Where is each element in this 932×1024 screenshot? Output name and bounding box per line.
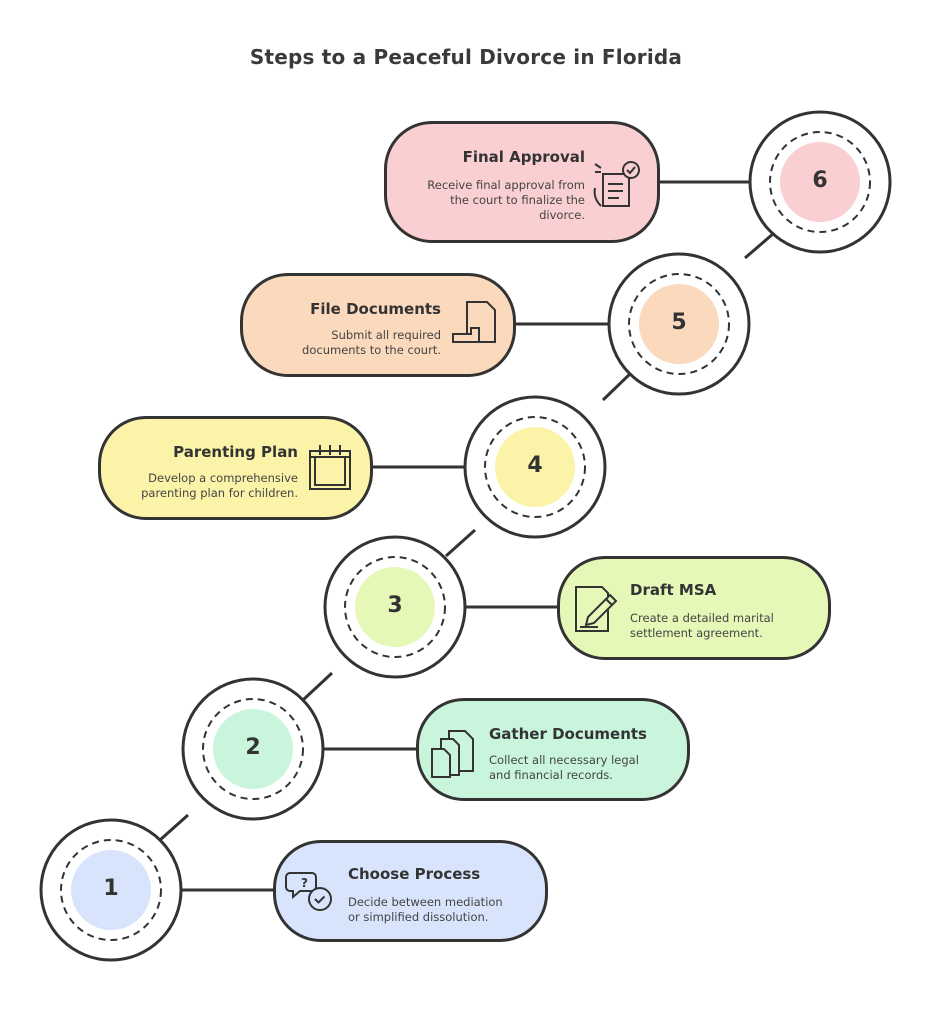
- step-title-1: Choose Process: [348, 865, 481, 883]
- step-title-6: Final Approval: [462, 148, 585, 166]
- file-submit-icon: [452, 301, 496, 343]
- step-number-1: 1: [103, 876, 119, 901]
- step-number-5: 5: [671, 310, 687, 335]
- step-circle-3: [323, 535, 467, 679]
- step-number-4: 4: [527, 453, 543, 478]
- step-description-4: Develop a comprehensive parenting plan f…: [141, 471, 298, 500]
- step-number-6: 6: [812, 168, 828, 193]
- step-circle-4: [463, 395, 607, 539]
- step-title-2: Gather Documents: [489, 725, 647, 743]
- step-card-1: ? Choose Process Decide between mediatio…: [273, 840, 548, 942]
- step-circle-1: [39, 818, 183, 962]
- step-description-3: Create a detailed marital settlement agr…: [630, 611, 774, 640]
- step-title-3: Draft MSA: [630, 581, 717, 599]
- page-title: Steps to a Peaceful Divorce in Florida: [249, 45, 683, 69]
- step-circle-5: [607, 252, 751, 396]
- calendar-icon: [309, 445, 351, 490]
- step-title-4: Parenting Plan: [173, 443, 298, 461]
- step-circle-2: [181, 677, 325, 821]
- step-card-6: Final Approval Receive final approval fr…: [384, 121, 660, 243]
- connector-5-6: [744, 231, 775, 260]
- step-description-2: Collect all necessary legal and financia…: [489, 753, 639, 782]
- step-description-6: Receive final approval from the court to…: [427, 178, 585, 222]
- step-description-1: Decide between mediation or simplified d…: [348, 895, 503, 924]
- svg-text:?: ?: [301, 876, 308, 890]
- step-number-3: 3: [387, 593, 403, 618]
- step-number-2: 2: [245, 735, 261, 760]
- documents-stack-icon: [431, 730, 474, 778]
- connector-1-2: [159, 813, 189, 842]
- connector-2-3: [301, 671, 334, 702]
- connector-4-5: [601, 370, 634, 402]
- step-card-2: Gather Documents Collect all necessary l…: [416, 698, 690, 801]
- speech-bubbles-icon: ?: [285, 872, 332, 911]
- approval-checklist-icon: [593, 161, 640, 207]
- step-description-5: Submit all required documents to the cou…: [302, 328, 441, 357]
- step-card-5: File Documents Submit all required docum…: [240, 273, 516, 377]
- step-title-5: File Documents: [310, 300, 441, 318]
- connector-3-4: [444, 528, 477, 558]
- document-pen-icon: [575, 586, 618, 632]
- step-card-3: Draft MSA Create a detailed marital sett…: [557, 556, 831, 660]
- step-circle-6: [748, 110, 892, 254]
- step-card-4: Parenting Plan Develop a comprehensive p…: [98, 416, 373, 520]
